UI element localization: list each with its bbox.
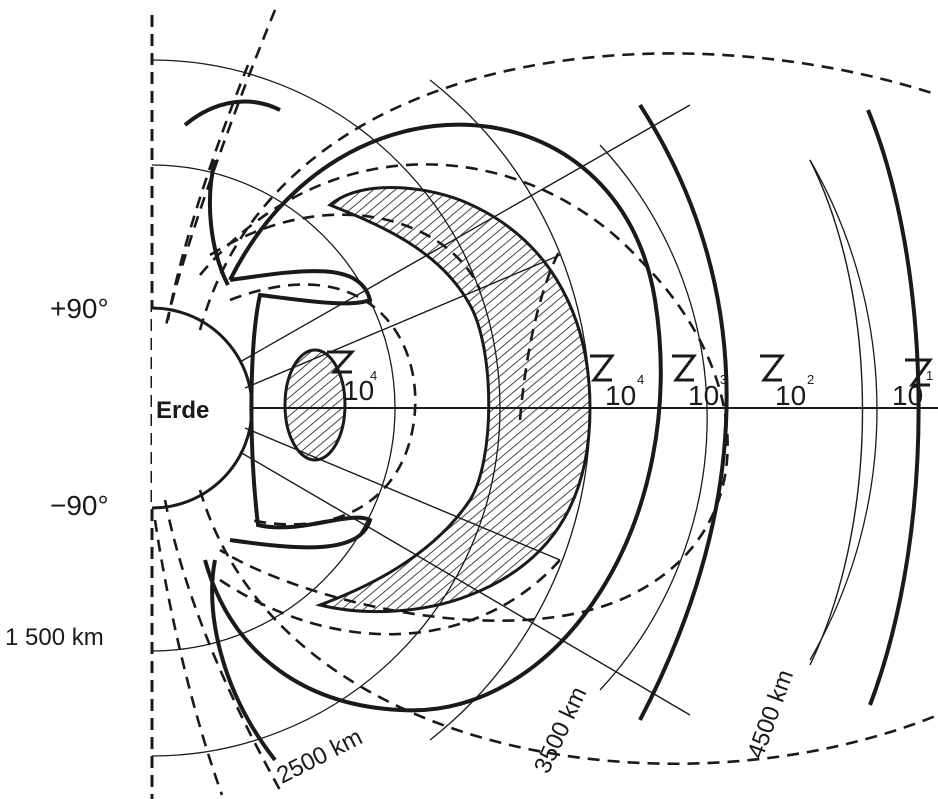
intensity-3-base: 10 xyxy=(775,380,806,411)
intensity-4-exp: 1 xyxy=(926,368,933,383)
bold-boundaries xyxy=(183,99,921,762)
outer-thin-arc xyxy=(809,159,864,666)
altitude-2500-label: 2500 km xyxy=(272,723,366,789)
intensity-3-exp: 2 xyxy=(807,372,814,387)
inner-belt xyxy=(283,348,347,462)
altitude-3500-label: 3500 km xyxy=(529,683,592,778)
intensity-1-exp: 4 xyxy=(637,372,644,387)
altitude-1500-label: 1 500 km xyxy=(5,624,104,651)
intensity-4-base: 10 xyxy=(892,380,923,411)
intensity-glyphs xyxy=(327,350,933,387)
outer-belt xyxy=(314,186,592,614)
intensity-inner-base: 10 xyxy=(343,375,374,406)
intensity-inner-exp: 4 xyxy=(370,368,377,383)
altitude-4500-label: 4500 km xyxy=(742,666,799,762)
intensity-2-exp: 3 xyxy=(720,372,727,387)
earth-label: Erde xyxy=(156,397,209,424)
lat-south-label: −90° xyxy=(50,490,109,521)
lat-north-label: +90° xyxy=(50,293,109,324)
intensity-1-base: 10 xyxy=(605,380,636,411)
intensity-2-base: 10 xyxy=(688,380,719,411)
